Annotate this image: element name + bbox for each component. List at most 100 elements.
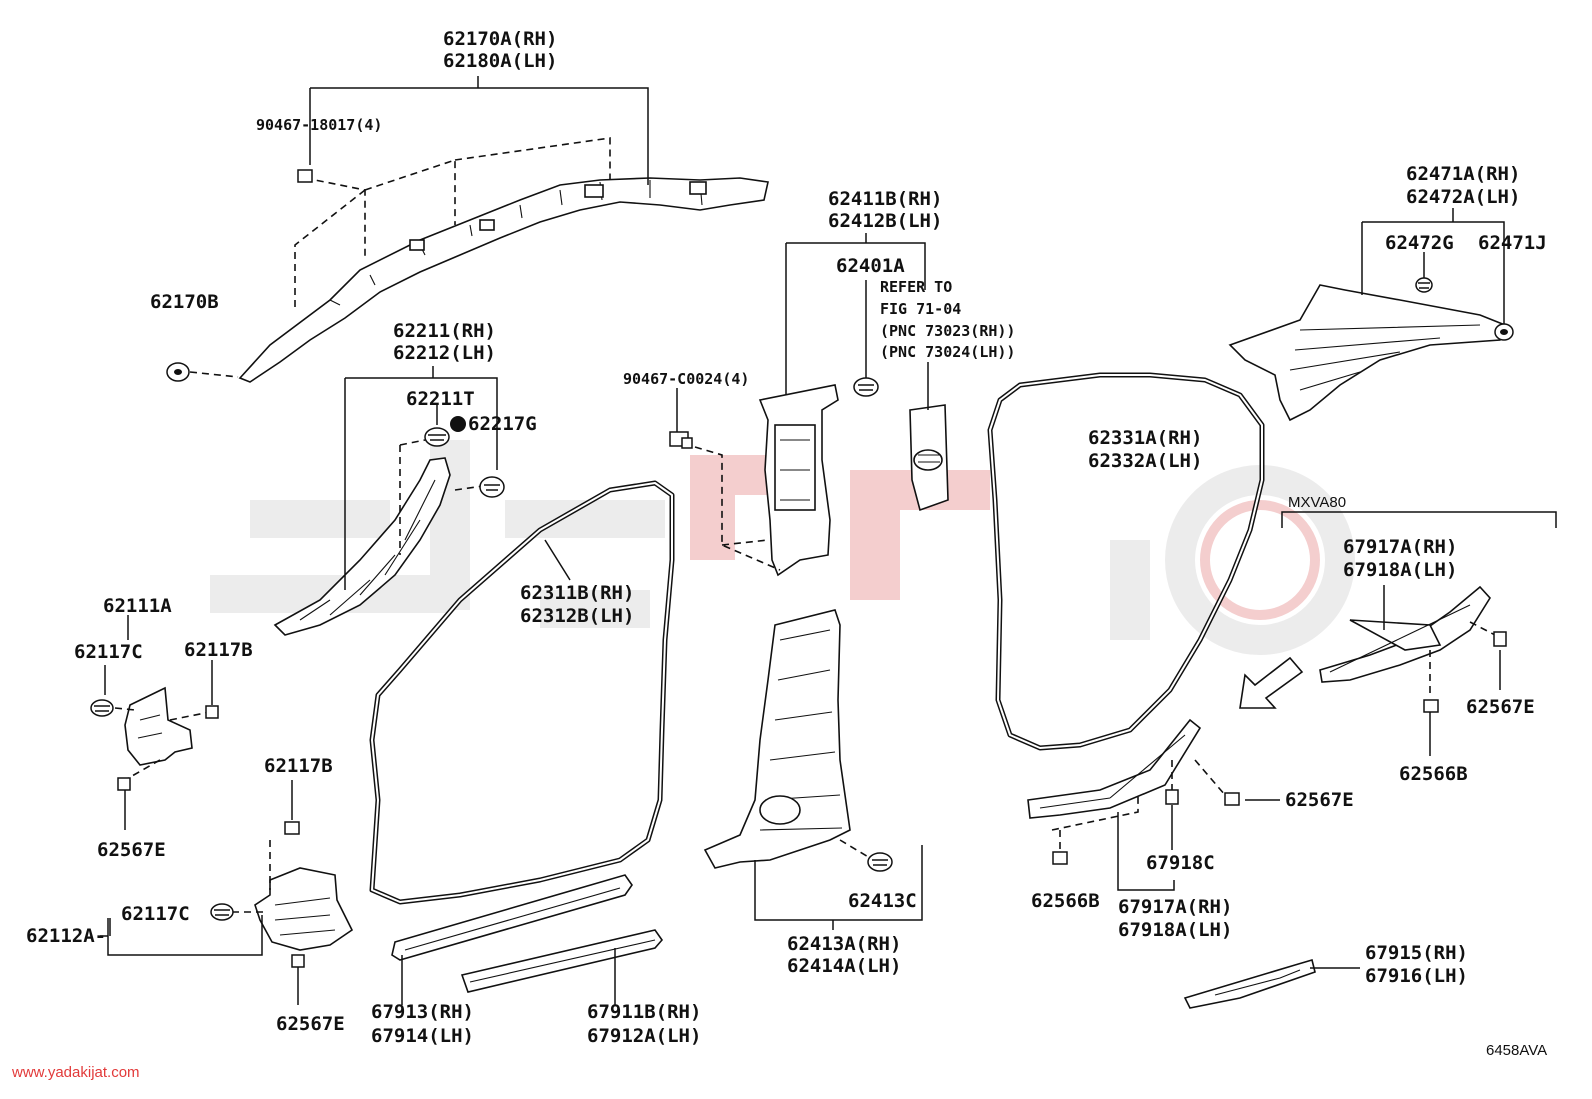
label-62472g: 62472G [1385,232,1454,254]
clip-icon-62566b-mid [1052,851,1068,865]
label-62111a: 62111A [103,595,172,617]
label-refer-pnc-lh: (PNC 73024(LH)) [880,343,1015,361]
rear-pillar-garnish [1228,284,1506,422]
clip-icon-62117c-top [90,699,114,717]
rear-door-weatherstrip [987,372,1265,751]
clip-icon-62567e-right [1493,631,1507,647]
label-62471j: 62471J [1478,232,1547,254]
cowl-upper-leaders [104,615,213,830]
label-62567e-right: 62567E [1466,696,1535,718]
label-67917a-rh: 67917A(RH) [1118,896,1232,918]
clip-icon-62211t [424,427,450,447]
front-scuff-plate-outer [391,874,633,961]
label-62312b-lh: 62312B(LH) [520,605,634,627]
clip-icon-62567e-left [117,777,131,791]
seatbelt-anchor-cover [909,404,949,512]
label-67911b-rh: 67911B(RH) [587,1001,701,1023]
clip-icon-90467-18017 [297,169,313,183]
label-62217g: 62217G [468,413,537,435]
cowl-lower-leaders [100,780,299,1005]
label-62170b: 62170B [150,291,219,313]
label-62412b-lh: 62412B(LH) [828,210,942,232]
label-62117b-mid: 62117B [264,755,333,777]
roof-garnish-dashes [189,137,611,378]
clip-icon-62217g [450,416,466,432]
cowl-side-trim-upper [124,686,193,766]
clip-icon-62217g-part [479,476,505,498]
label-62211t: 62211T [406,388,475,410]
clip-icon-62471j [1494,323,1514,341]
label-67918a-lh: 67918A(LH) [1118,919,1232,941]
clip-icon-62566b-right [1423,699,1439,713]
label-62401a: 62401A [836,255,905,277]
label-62170a-rh: 62170A(RH) [443,28,557,50]
label-62414a-lh: 62414A(LH) [787,955,901,977]
variant-leaders [1383,585,1501,756]
label-variant: MXVA80 [1288,494,1346,511]
label-62117b-top: 62117B [184,639,253,661]
clip-icon-62117b-top [205,705,219,719]
label-62117c-top: 62117C [74,641,143,663]
label-62413c: 62413C [848,890,917,912]
clip-icon-62413c [867,852,893,872]
rear-scuff-upper-variant [1319,585,1491,683]
label-62413a-rh: 62413A(RH) [787,933,901,955]
center-upper-leaders [676,233,926,571]
label-62411b-rh: 62411B(RH) [828,188,942,210]
label-67918a-lh-variant: 67918A(LH) [1343,559,1457,581]
label-62472a-lh: 62472A(LH) [1406,186,1520,208]
rear-scuff-upper-leaders [1051,759,1280,891]
label-refer-pnc-rh: (PNC 73023(RH)) [880,322,1015,340]
clip-icon-62567e-bottom [291,954,305,968]
roof-side-garnish [238,177,769,383]
label-62112a: 62112A- [26,925,106,947]
label-62566b-mid: 62566B [1031,890,1100,912]
label-67916-lh: 67916(LH) [1365,965,1468,987]
screw-icon-90467-c0024 [669,431,693,449]
front-scuff-leaders [401,948,616,1005]
direction-arrow-icon [1239,656,1304,709]
center-pillar-upper-garnish [758,384,839,577]
variant-bracket [1281,511,1557,528]
clip-icon-67918c [1165,789,1179,805]
label-67912a-lh: 67912A(LH) [587,1025,701,1047]
clip-icon-62472g [1415,277,1433,293]
clip-icon-62117c-bottom [210,903,234,921]
front-pillar-leaders [344,366,498,590]
label-90467-c0024: 90467-C0024(4) [623,370,749,388]
label-62211-rh: 62211(RH) [393,320,496,342]
label-62311b-rh: 62311B(RH) [520,582,634,604]
label-refer-fig: FIG 71-04 [880,300,961,318]
front-door-weatherstrip [369,480,675,905]
center-lower-leaders [754,839,923,930]
label-refer-to: REFER TO [880,278,952,296]
clip-icon-62401a [853,377,879,397]
rear-pillar-leaders [1361,208,1505,325]
front-scuff-plate-inner [460,929,664,993]
label-67917a-rh-variant: 67917A(RH) [1343,536,1457,558]
clip-icon-62117b-mid [284,821,300,835]
center-pillar-lower-garnish [703,609,851,869]
label-62180a-lh: 62180A(LH) [443,50,557,72]
label-90467-18017: 90467-18017(4) [256,116,382,134]
label-62471a-rh: 62471A(RH) [1406,163,1520,185]
label-62567e-left: 62567E [97,839,166,861]
label-62212-lh: 62212(LH) [393,342,496,364]
rear-scuff-plate-lower [1183,958,1316,1009]
front-pillar-garnish [273,457,451,636]
cowl-side-trim-lower [254,867,354,951]
clip-icon-62567e-mid [1224,792,1240,806]
label-62331a-rh: 62331A(RH) [1088,427,1202,449]
roof-garnish-leaders [309,76,649,185]
label-62332a-lh: 62332A(LH) [1088,450,1202,472]
label-67915-rh: 67915(RH) [1365,942,1468,964]
label-62567e-mid: 62567E [1285,789,1354,811]
label-62566b-right: 62566B [1399,763,1468,785]
label-62117c-bottom: 62117C [121,903,190,925]
label-67914-lh: 67914(LH) [371,1025,474,1047]
label-67918c: 67918C [1146,852,1215,874]
watermark-url[interactable]: www.yadakijat.com [11,1064,140,1081]
label-67913-rh: 67913(RH) [371,1001,474,1023]
rear-scuff-plate-upper [1027,718,1202,819]
